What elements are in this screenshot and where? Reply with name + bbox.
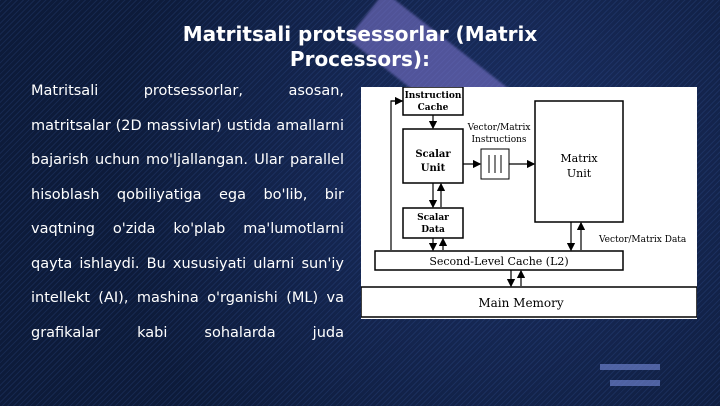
slide-title: Matritsali protsessorlar (Matrix Process… [182, 22, 538, 71]
matrix-unit-label-1: Matrix [560, 152, 598, 165]
vector-matrix-instructions-label-1: Vector/Matrix [467, 123, 531, 133]
scalar-unit-label-1: Scalar [415, 149, 451, 160]
matrix-processor-diagram: Instruction Cache Scalar Unit Scalar Dat… [361, 87, 697, 319]
decorative-dash [610, 380, 660, 386]
matrix-unit-box [534, 100, 624, 223]
main-memory-label: Main Memory [478, 296, 564, 310]
scalar-unit-label-2: Unit [421, 163, 446, 174]
slide-body-text: Matritsali protsessorlar, asosan, matrit… [31, 83, 344, 341]
scalar-data-label-2: Data [421, 225, 445, 235]
instruction-cache-label-2: Cache [418, 103, 449, 113]
vector-matrix-data-label: Vector/Matrix Data [598, 235, 687, 245]
matrix-unit-label-2: Unit [567, 167, 592, 180]
instruction-cache-label-1: Instruction [405, 91, 462, 101]
l2-cache-box [374, 250, 624, 271]
scalar-data-label-1: Scalar [417, 213, 449, 223]
l2-cache-label: Second-Level Cache (L2) [429, 255, 568, 268]
decorative-dash [600, 364, 660, 370]
scalar-data-box [402, 207, 464, 239]
vector-matrix-instructions-label-2: Instructions [471, 135, 526, 145]
main-memory-box [361, 286, 697, 318]
instruction-cache-box [402, 87, 464, 116]
